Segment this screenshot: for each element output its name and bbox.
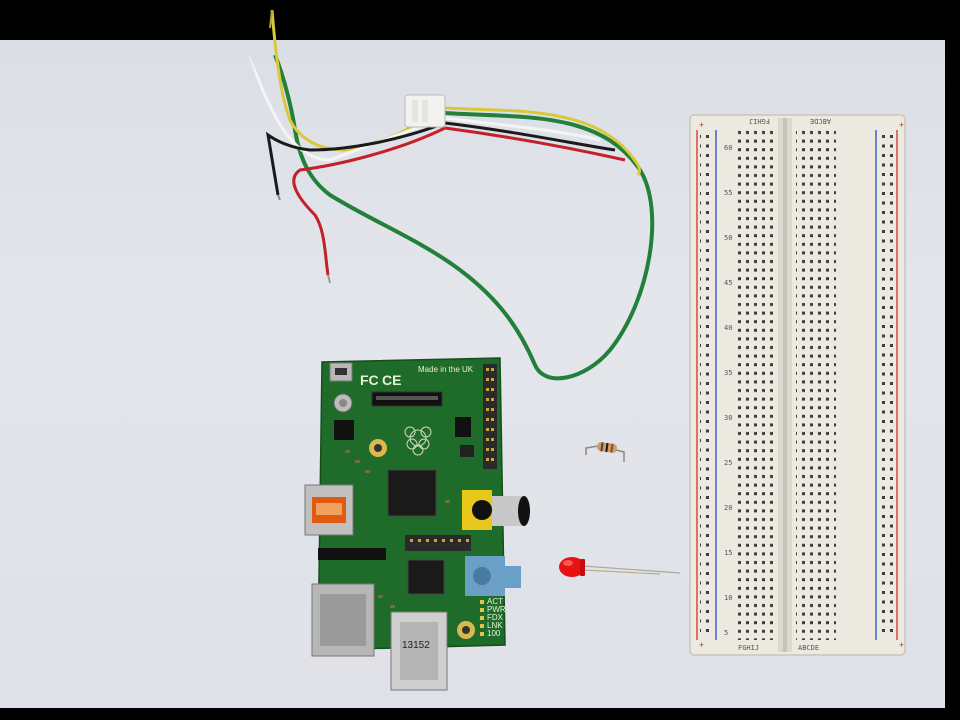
raspberry-logo-icon xyxy=(404,426,432,456)
resistor xyxy=(585,442,625,462)
red-led xyxy=(559,557,681,577)
bb-number: 5 xyxy=(724,629,728,637)
svg-text:+: + xyxy=(699,120,704,130)
made-in-uk-text: Made in the UK xyxy=(418,365,474,374)
led-label-act: ACT xyxy=(487,597,503,606)
svg-text:+: + xyxy=(699,640,704,650)
led-label-100: 100 xyxy=(487,629,501,638)
bb-number: 60 xyxy=(724,144,732,152)
breadboard-bottom-letters-right: ABCDE xyxy=(798,644,819,652)
breadboard-bottom-letters-left: FGHIJ xyxy=(738,644,759,652)
bb-number: 35 xyxy=(724,369,732,377)
usb-code-label: 13152 xyxy=(402,640,430,651)
bb-number: 20 xyxy=(724,504,732,512)
bb-number: 10 xyxy=(724,594,732,602)
led-label-lnk: LNK xyxy=(487,621,503,630)
bb-number: 15 xyxy=(724,549,732,557)
bb-number: 50 xyxy=(724,234,732,242)
jumper-cable xyxy=(248,9,655,381)
bb-number: 40 xyxy=(724,324,732,332)
bb-number: 30 xyxy=(724,414,732,422)
led-label-fdx: FDX xyxy=(487,613,504,622)
bb-number: 25 xyxy=(724,459,732,467)
led-label-pwr: PWR xyxy=(487,605,506,614)
bb-number: 45 xyxy=(724,279,732,287)
ce-mark: CE xyxy=(382,372,401,388)
breadboard-top-letters-left: FGHIJ xyxy=(749,117,770,125)
breadboard: FGHIJ ABCDE FGHIJ ABCDE 60 55 50 45 40 3… xyxy=(689,114,906,656)
breadboard-top-letters-right: ABCDE xyxy=(810,117,831,125)
raspberry-pi-board: FC CE Made in the UK xyxy=(304,357,530,691)
fcc-mark: FC xyxy=(360,372,379,388)
bb-number: 55 xyxy=(724,189,732,197)
svg-text:+: + xyxy=(899,640,904,650)
svg-text:+: + xyxy=(899,120,904,130)
